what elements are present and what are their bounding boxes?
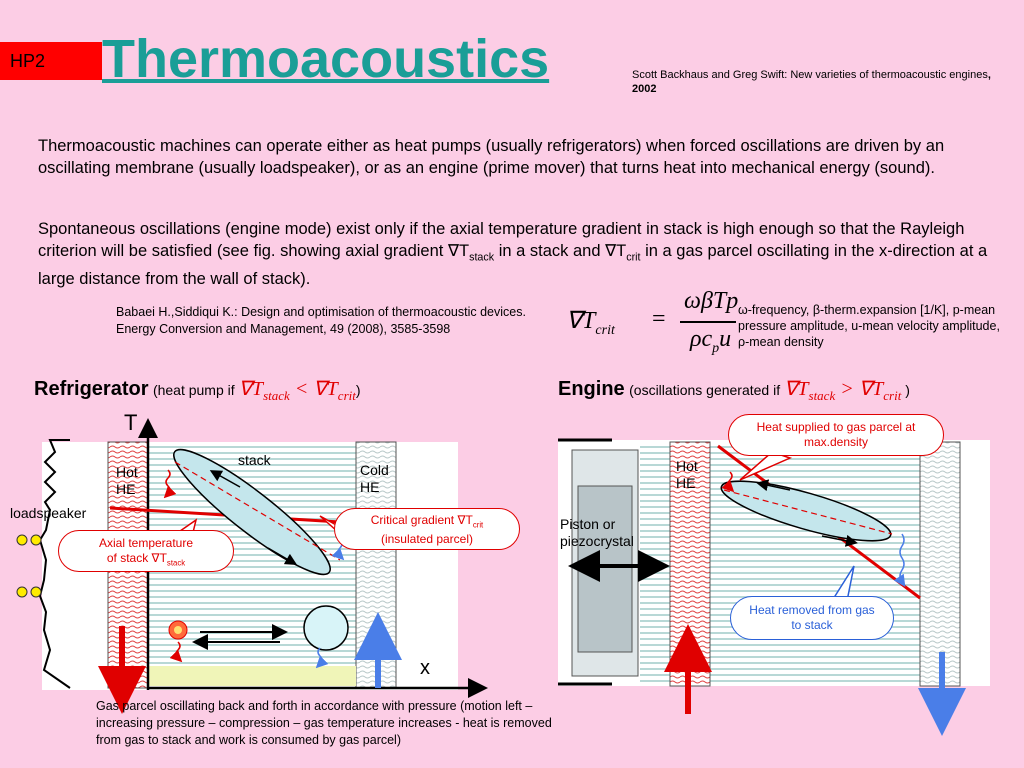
callout-critical-line1: Critical gradient ∇T xyxy=(370,513,473,527)
engine-cond-left-sub: stack xyxy=(808,388,836,403)
callout-axial-line1: Axial temperature xyxy=(98,536,194,550)
callout-axial-temperature: Axial temperature of stack ∇Tstack xyxy=(58,530,234,572)
page-title: Thermoacoustics xyxy=(102,29,550,89)
reference-top-text: Scott Backhaus and Greg Swift: New varie… xyxy=(632,69,988,81)
refrigerator-diagram xyxy=(16,418,488,714)
refrigerator-hot-he-label: Hot HE xyxy=(116,464,138,497)
refrigerator-axis-t: T xyxy=(124,410,138,435)
refrigerator-title: Refrigerator xyxy=(34,378,149,400)
engine-diagram xyxy=(558,438,990,736)
refrigerator-subtitle-prefix: (heat pump if xyxy=(152,382,239,398)
formula-legend: ω-frequency, β-therm.expansion [1/K], p-… xyxy=(738,303,1000,349)
callout-heat-supplied: Heat supplied to gas parcel at max.densi… xyxy=(728,414,944,456)
caption: Gas parcel oscillating back and forth in… xyxy=(96,699,552,747)
refrigerator-stack-label: stack xyxy=(238,452,271,468)
formula-bar xyxy=(680,321,736,323)
engine-heading: Engine (oscillations generated if ∇Tstac… xyxy=(558,376,910,404)
engine-cond-left: ∇T xyxy=(784,378,809,400)
refrigerator-cond-op: < xyxy=(294,378,309,400)
paragraph-2-grad1: ∇T xyxy=(447,242,470,260)
paragraph-2-grad2: ∇T xyxy=(605,242,627,260)
engine-title: Engine xyxy=(558,378,625,400)
reference-top-suffix: , xyxy=(987,69,991,81)
loadspeaker-label: loadspeaker xyxy=(10,505,87,521)
paragraph-2-sub2: crit xyxy=(626,251,641,264)
refrigerator-cond-right: ∇T xyxy=(313,378,338,400)
refrigerator-cond-right-sub: crit xyxy=(337,388,356,403)
paragraph-2-part1: Spontaneous oscillations (engine mode) e… xyxy=(38,220,965,260)
engine-subtitle-prefix: (oscillations generated if xyxy=(629,382,784,398)
formula-lhs-sub: crit xyxy=(595,322,615,338)
formula-denominator-a: ρc xyxy=(690,326,713,352)
formula: ∇Tcrit = ωβTp ρcpu xyxy=(566,288,739,358)
engine-cond-right-sub: crit xyxy=(883,388,902,403)
callout-critical-gradient: Critical gradient ∇Tcrit (insulated parc… xyxy=(334,508,520,550)
formula-lhs: ∇T xyxy=(566,308,596,334)
reference-top: Scott Backhaus and Greg Swift: New varie… xyxy=(632,68,1022,96)
formula-numerator: ωβTp xyxy=(684,288,739,314)
paragraph-2-part3: in a gas parcel oscillating in the x-dir… xyxy=(38,242,988,289)
formula-equals: = xyxy=(652,306,666,332)
paragraph-2: Spontaneous oscillations (engine mode) e… xyxy=(38,218,1006,290)
engine-cond-op: > xyxy=(840,378,854,400)
refrigerator-cold-he-label: Cold HE xyxy=(360,462,389,495)
engine-cold-he xyxy=(919,441,961,687)
callout-critical-sub: crit xyxy=(472,520,484,530)
callout-axial-sub: stack xyxy=(166,558,186,568)
callout-critical-line2: (insulated parcel) xyxy=(380,532,474,547)
reference-top-year: 2002 xyxy=(632,83,657,95)
paragraph-2-sub1: stack xyxy=(469,251,495,264)
refrigerator-bottom-band xyxy=(148,666,356,686)
paragraph-2-part2: in a stack and xyxy=(494,242,606,260)
refrigerator-heading: Refrigerator (heat pump if ∇Tstack < ∇Tc… xyxy=(34,376,361,404)
engine-subtitle-suffix: ) xyxy=(901,382,910,398)
formula-denominator-sub: p xyxy=(712,340,720,356)
formula-denominator-b: u xyxy=(719,326,732,352)
paragraph-1: Thermoacoustic machines can operate eith… xyxy=(38,137,945,177)
callout-heat-removed: Heat removed from gas to stack xyxy=(730,596,894,640)
engine-hot-he-label: Hot HE xyxy=(676,458,698,491)
refrigerator-subtitle-suffix: ) xyxy=(355,382,361,398)
piston-label: Piston or piezocrystal xyxy=(560,516,634,549)
refrigerator-cond-left-sub: stack xyxy=(263,388,290,403)
refrigerator-axis-x: x xyxy=(420,657,430,679)
callout-axial-line2: of stack ∇T xyxy=(106,551,167,565)
reference-mid: Babaei H.,Siddiqui K.: Design and optimi… xyxy=(116,305,526,336)
slide-tag: HP2 xyxy=(0,42,102,80)
engine-cond-right: ∇T xyxy=(858,378,884,400)
refrigerator-cond-left: ∇T xyxy=(238,378,264,400)
